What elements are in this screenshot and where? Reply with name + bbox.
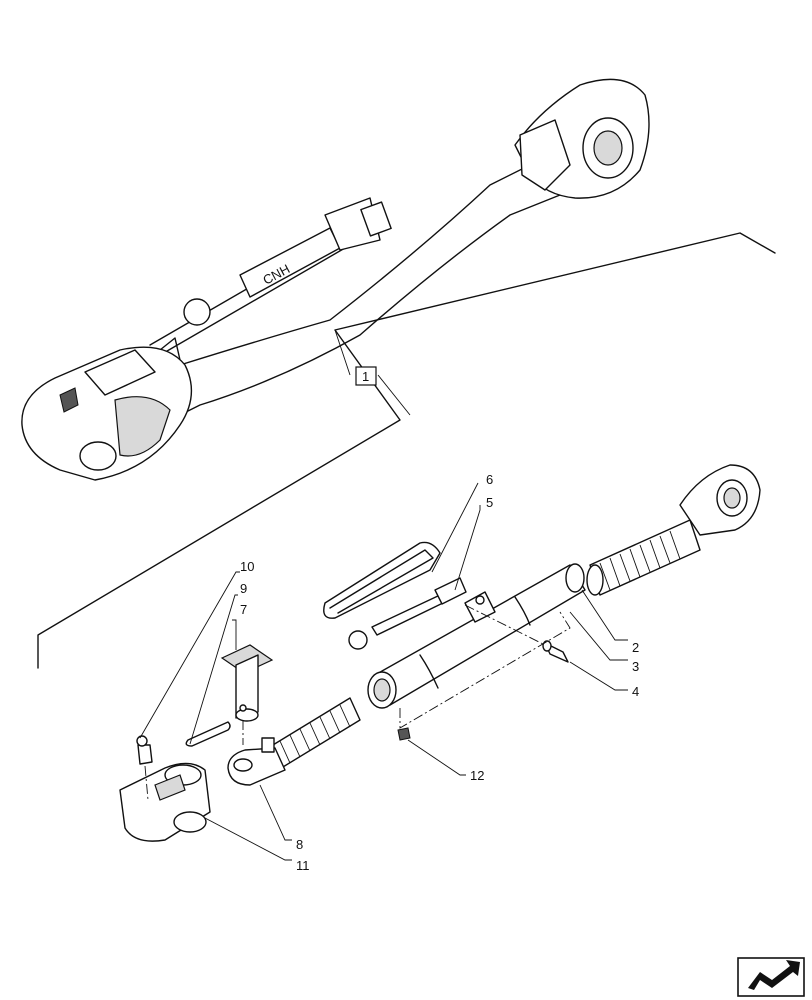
callout-11: 11 <box>296 858 310 873</box>
part-tube <box>367 563 586 709</box>
top-link-assembly: CNH <box>21 78 650 481</box>
assembly-label: 1 <box>362 369 369 384</box>
exploded-parts <box>119 464 761 842</box>
part-eye-rod <box>227 697 361 786</box>
callout-10: 10 <box>240 559 254 574</box>
part-grease-nipple <box>136 735 153 765</box>
next-page-arrow-icon[interactable] <box>737 957 805 997</box>
callout-12: 12 <box>470 768 484 783</box>
callout-5: 5 <box>486 495 493 510</box>
part-spring-clip <box>323 541 441 619</box>
part-cotter-pin <box>185 721 231 747</box>
part-pin <box>542 640 569 663</box>
assembly-bracket: 1 <box>37 232 776 669</box>
callout-6: 6 <box>486 472 493 487</box>
part-fork-end <box>119 762 211 842</box>
assembly-label-box <box>355 366 377 386</box>
callouts: 2 3 4 5 6 7 8 9 10 11 12 <box>139 472 639 873</box>
callout-3: 3 <box>632 659 639 674</box>
part-handle-lever <box>348 577 467 650</box>
callout-2: 2 <box>632 640 639 655</box>
part-grease-nipple-tube <box>397 727 411 741</box>
callout-8: 8 <box>296 837 303 852</box>
part-retaining-pin <box>220 644 274 722</box>
callout-9: 9 <box>240 581 247 596</box>
part-ball-end-rod <box>586 464 761 596</box>
callout-4: 4 <box>632 684 639 699</box>
callout-7: 7 <box>240 602 247 617</box>
